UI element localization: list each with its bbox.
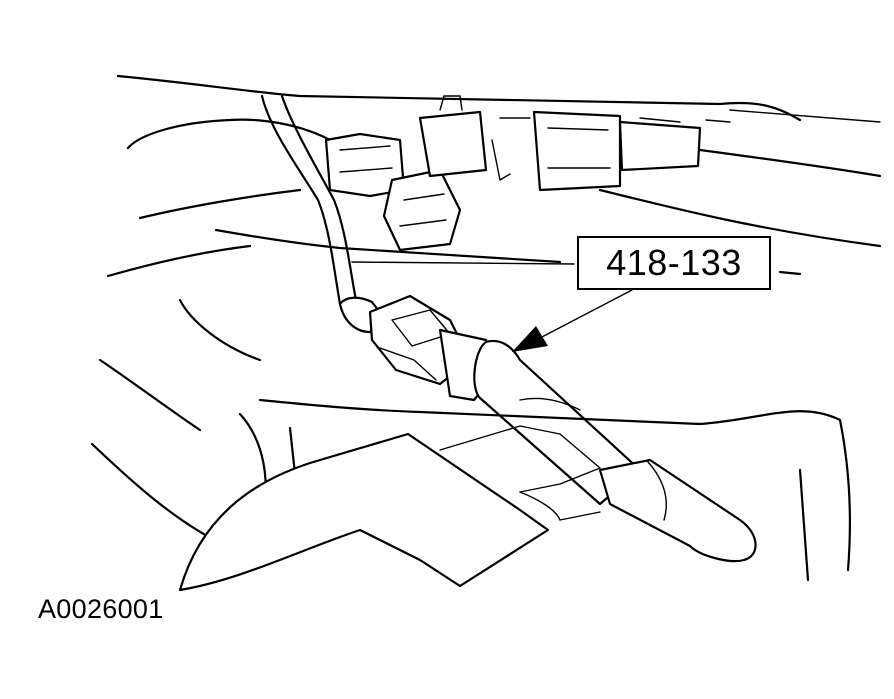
callout-leader	[351, 261, 633, 352]
lower-panel	[90, 298, 852, 592]
figure-id-label: A0026001	[38, 594, 164, 624]
dashboard-housing	[106, 74, 882, 278]
tool-number-label: 418-133	[606, 242, 742, 283]
harness-wire	[260, 94, 358, 306]
tool-number-callout: 418-133	[577, 236, 771, 290]
harness-connectors	[324, 95, 731, 252]
test-probe-tool	[473, 339, 757, 563]
